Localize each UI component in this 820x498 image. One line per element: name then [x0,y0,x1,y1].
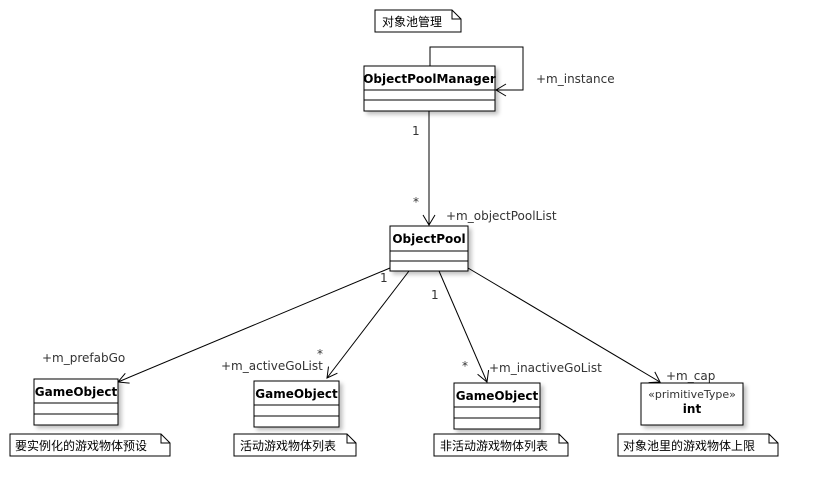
class-name-gameobject-active: GameObject [255,387,338,401]
association-cap[interactable] [467,267,661,384]
note-prefab[interactable] [9,433,171,457]
self-association-instance[interactable] [429,46,524,97]
class-name-pool: ObjectPool [392,232,465,246]
note-prefab-text: 要实例化的游戏物体预设 [15,438,147,453]
class-name-gameobject-inactive: GameObject [456,389,539,403]
mult-active-target: * [317,347,323,361]
class-name-manager: ObjectPoolManager [363,72,496,86]
note-active[interactable] [233,433,357,457]
mult-manager-source: 1 [412,124,420,138]
class-gameobject-active[interactable] [253,380,340,428]
association-active[interactable] [326,270,410,379]
title-note[interactable]: 对象池管理 [374,9,462,33]
role-prefab-go: +m_prefabGo [42,351,125,365]
association-inactive[interactable] [438,270,490,383]
role-object-pool-list: +m_objectPoolList [446,209,557,223]
role-inactive-go-list: +m_inactiveGoList [489,361,602,375]
mult-manager-target: * [413,195,419,209]
association-manager-pool[interactable] [422,111,436,226]
class-name-gameobject-prefab: GameObject [35,385,118,399]
class-object-pool[interactable] [389,225,469,272]
mult-active-source: 1 [380,271,388,285]
note-cap[interactable] [617,433,779,457]
note-inactive-text: 非活动游戏物体列表 [440,439,548,453]
int-stereotype: «primitiveType» [648,388,736,401]
role-instance: +m_instance [536,72,615,86]
role-cap: +m_cap [666,369,715,383]
note-inactive[interactable] [433,433,569,457]
class-object-pool-manager[interactable] [363,65,496,112]
class-int-primitive[interactable] [640,382,744,426]
class-gameobject-inactive[interactable] [453,382,541,430]
title-note-text: 对象池管理 [382,14,442,29]
class-gameobject-prefab[interactable] [33,378,119,426]
role-active-go-list: +m_activeGoList [221,359,323,373]
note-active-text: 活动游戏物体列表 [240,439,336,453]
mult-inactive-source: 1 [431,288,439,302]
note-cap-text: 对象池里的游戏物体上限 [623,438,755,453]
class-name-int: int [683,402,702,416]
mult-inactive-target: * [462,359,468,373]
